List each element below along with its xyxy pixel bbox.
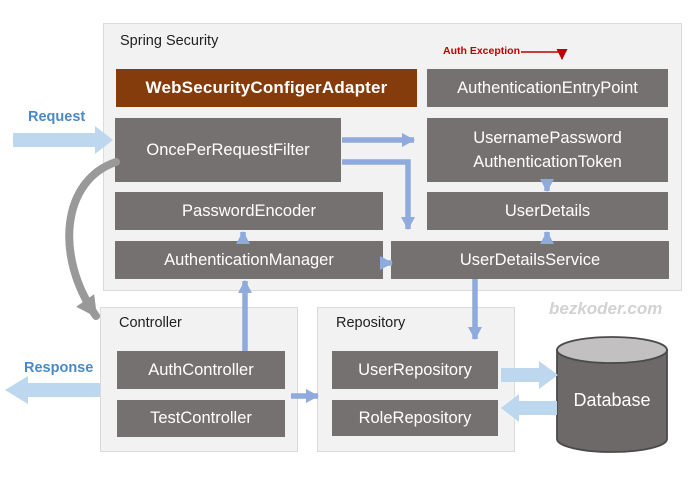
watermark-text: bezkoder.com xyxy=(549,299,663,318)
box-user-repository: UserRepository xyxy=(332,351,498,389)
box-authentication-manager: AuthenticationManager xyxy=(115,241,383,279)
box-username-password-authentication-token: UsernamePassword AuthenticationToken xyxy=(427,118,668,182)
box-auth-controller: AuthController xyxy=(117,351,285,389)
database-label: Database xyxy=(573,390,651,410)
box-web-security-configer-adapter: WebSecurityConfigerAdapter xyxy=(116,69,417,107)
box-user-details-service: UserDetailsService xyxy=(391,241,669,279)
auth-exception-label: Auth Exception xyxy=(443,45,521,57)
box-authentication-entry-point: AuthenticationEntryPoint xyxy=(427,69,668,107)
repository-title: Repository xyxy=(336,315,406,331)
database-top xyxy=(556,336,668,364)
box-role-repository: RoleRepository xyxy=(332,400,498,436)
controller-title: Controller xyxy=(119,315,182,331)
token-line-1: UsernamePassword xyxy=(473,129,622,147)
token-line-2: AuthenticationToken xyxy=(473,153,622,171)
response-arrow xyxy=(5,376,100,404)
box-user-details: UserDetails xyxy=(427,192,668,230)
request-label: Request xyxy=(28,109,86,125)
box-password-encoder: PasswordEncoder xyxy=(115,192,383,230)
response-label: Response xyxy=(24,360,94,376)
box-once-per-request-filter: OncePerRequestFilter xyxy=(115,118,341,182)
spring-security-title: Spring Security xyxy=(120,33,219,49)
request-arrow xyxy=(13,126,113,154)
box-test-controller: TestController xyxy=(117,400,285,437)
